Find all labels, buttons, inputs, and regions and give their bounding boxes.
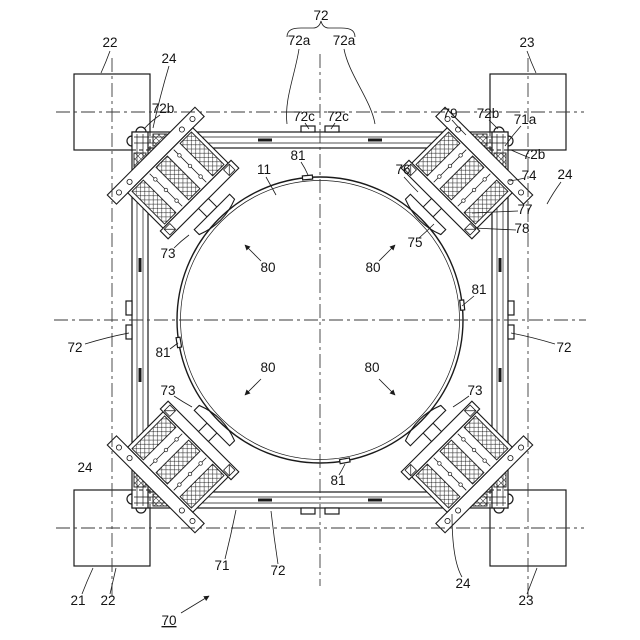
hidden-edges xyxy=(132,132,508,508)
arrow-80-top-left xyxy=(244,244,262,262)
label-75: 75 xyxy=(407,235,422,250)
label-22-top-left: 22 xyxy=(102,35,117,50)
label-72-right: 72 xyxy=(556,340,571,355)
lifting-hooks xyxy=(126,126,514,514)
label-81-top: 81 xyxy=(290,148,305,163)
label-76: 76 xyxy=(395,162,410,177)
label-72-top: 72 xyxy=(313,8,328,23)
label-72a-right: 72a xyxy=(333,33,356,48)
label-80-bottom-right: 80 xyxy=(364,360,379,375)
label-72-left: 72 xyxy=(67,340,82,355)
label-81-right: 81 xyxy=(471,282,486,297)
label-21: 21 xyxy=(70,593,85,608)
label-71: 71 xyxy=(214,558,229,573)
label-72b-top-right: 72b xyxy=(477,106,500,121)
label-23-bottom: 23 xyxy=(518,593,533,608)
centerlines xyxy=(54,54,586,600)
label-77: 77 xyxy=(517,202,532,217)
brace-72 xyxy=(286,20,356,38)
label-72b-top-left: 72b xyxy=(152,101,175,116)
label-80-bottom-left: 80 xyxy=(260,360,275,375)
label-78: 78 xyxy=(514,221,529,236)
label-11: 11 xyxy=(257,162,271,177)
arrow-80-bottom-left xyxy=(244,378,262,396)
label-72c-right: 72c xyxy=(327,109,349,124)
splice-plates xyxy=(125,125,515,515)
label-73-top-left: 73 xyxy=(160,246,175,261)
label-71a: 71a xyxy=(514,112,537,127)
label-73-bottom-right: 73 xyxy=(467,383,482,398)
arrow-80-top-right xyxy=(378,244,396,262)
label-79: 79 xyxy=(442,106,457,121)
label-81-bottom: 81 xyxy=(330,473,345,488)
label-24-top-left: 24 xyxy=(161,51,177,66)
label-24-bottom-left: 24 xyxy=(77,460,93,475)
label-80-top-left: 80 xyxy=(260,260,275,275)
label-72c-left: 72c xyxy=(293,109,315,124)
reference-labels: 72 72a 72a 22 23 24 72b 72c 72c 79 72b 7… xyxy=(67,8,573,628)
label-23-top-right: 23 xyxy=(519,35,534,50)
label-74: 74 xyxy=(521,168,537,183)
arrow-80-bottom-right xyxy=(378,378,396,396)
arrow-70 xyxy=(180,595,210,614)
label-24-bottom-right: 24 xyxy=(455,576,471,591)
corner-clamp-units xyxy=(106,106,534,534)
label-80-top-right: 80 xyxy=(365,260,380,275)
label-24-right: 24 xyxy=(557,167,573,182)
label-70-assembly: 70 xyxy=(161,613,176,628)
label-73-bottom-left: 73 xyxy=(160,383,175,398)
label-81-left: 81 xyxy=(155,345,170,360)
label-72a-left: 72a xyxy=(288,33,311,48)
label-72b-right: 72b xyxy=(523,147,546,162)
label-22-bottom: 22 xyxy=(100,593,115,608)
leader-lines xyxy=(81,20,562,614)
label-72-bottom: 72 xyxy=(270,563,285,578)
